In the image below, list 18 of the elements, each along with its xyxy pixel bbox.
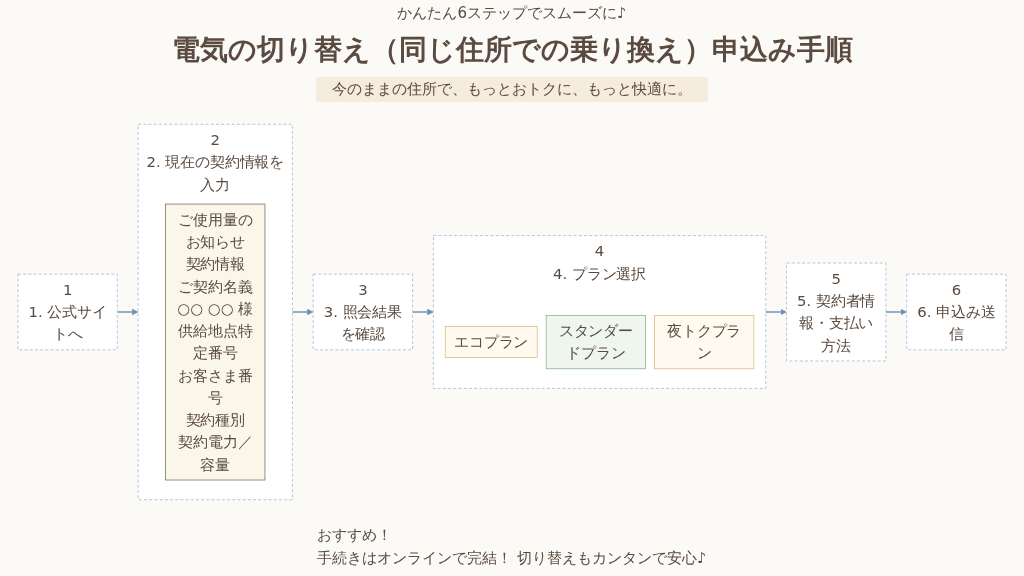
tagline: 今のままの住所で、もっとおトクに、もっと快適に。 xyxy=(316,77,708,102)
node-box: 1 1. 公式サイトへ xyxy=(17,273,118,351)
node-box: エコプラン xyxy=(444,326,538,358)
node-box: スタンダードプラン xyxy=(545,314,646,370)
node-box: ご使用量のお知らせ 契約情報 ご契約名義 ○○ ○○ 様 供給地点特定番号 お客さま番号 契約種別 契約電力／容量 xyxy=(165,203,266,481)
arrow xyxy=(116,308,139,316)
node-box: 3 3. 照会結果を確認 xyxy=(312,273,413,351)
recommend-note: おすすめ！ xyxy=(317,526,394,545)
arrow xyxy=(885,308,907,316)
arrow xyxy=(291,308,314,316)
node-box: 夜トクプラン xyxy=(654,314,755,370)
node-box: 5 5. 契約者情報・支払い方法 xyxy=(786,262,887,362)
subtitle: かんたん6ステップでスムーズに♪ xyxy=(397,4,627,23)
arrow xyxy=(411,308,434,316)
arrow xyxy=(764,308,787,316)
node-box: 6 6. 申込み送信 xyxy=(906,273,1007,351)
title: 電気の切り替え（同じ住所での乗り換え）申込み手順 xyxy=(171,32,853,68)
footer-note: 手続きはオンラインで完結！ 切り替えもカンタンで安心♪ xyxy=(317,549,707,568)
